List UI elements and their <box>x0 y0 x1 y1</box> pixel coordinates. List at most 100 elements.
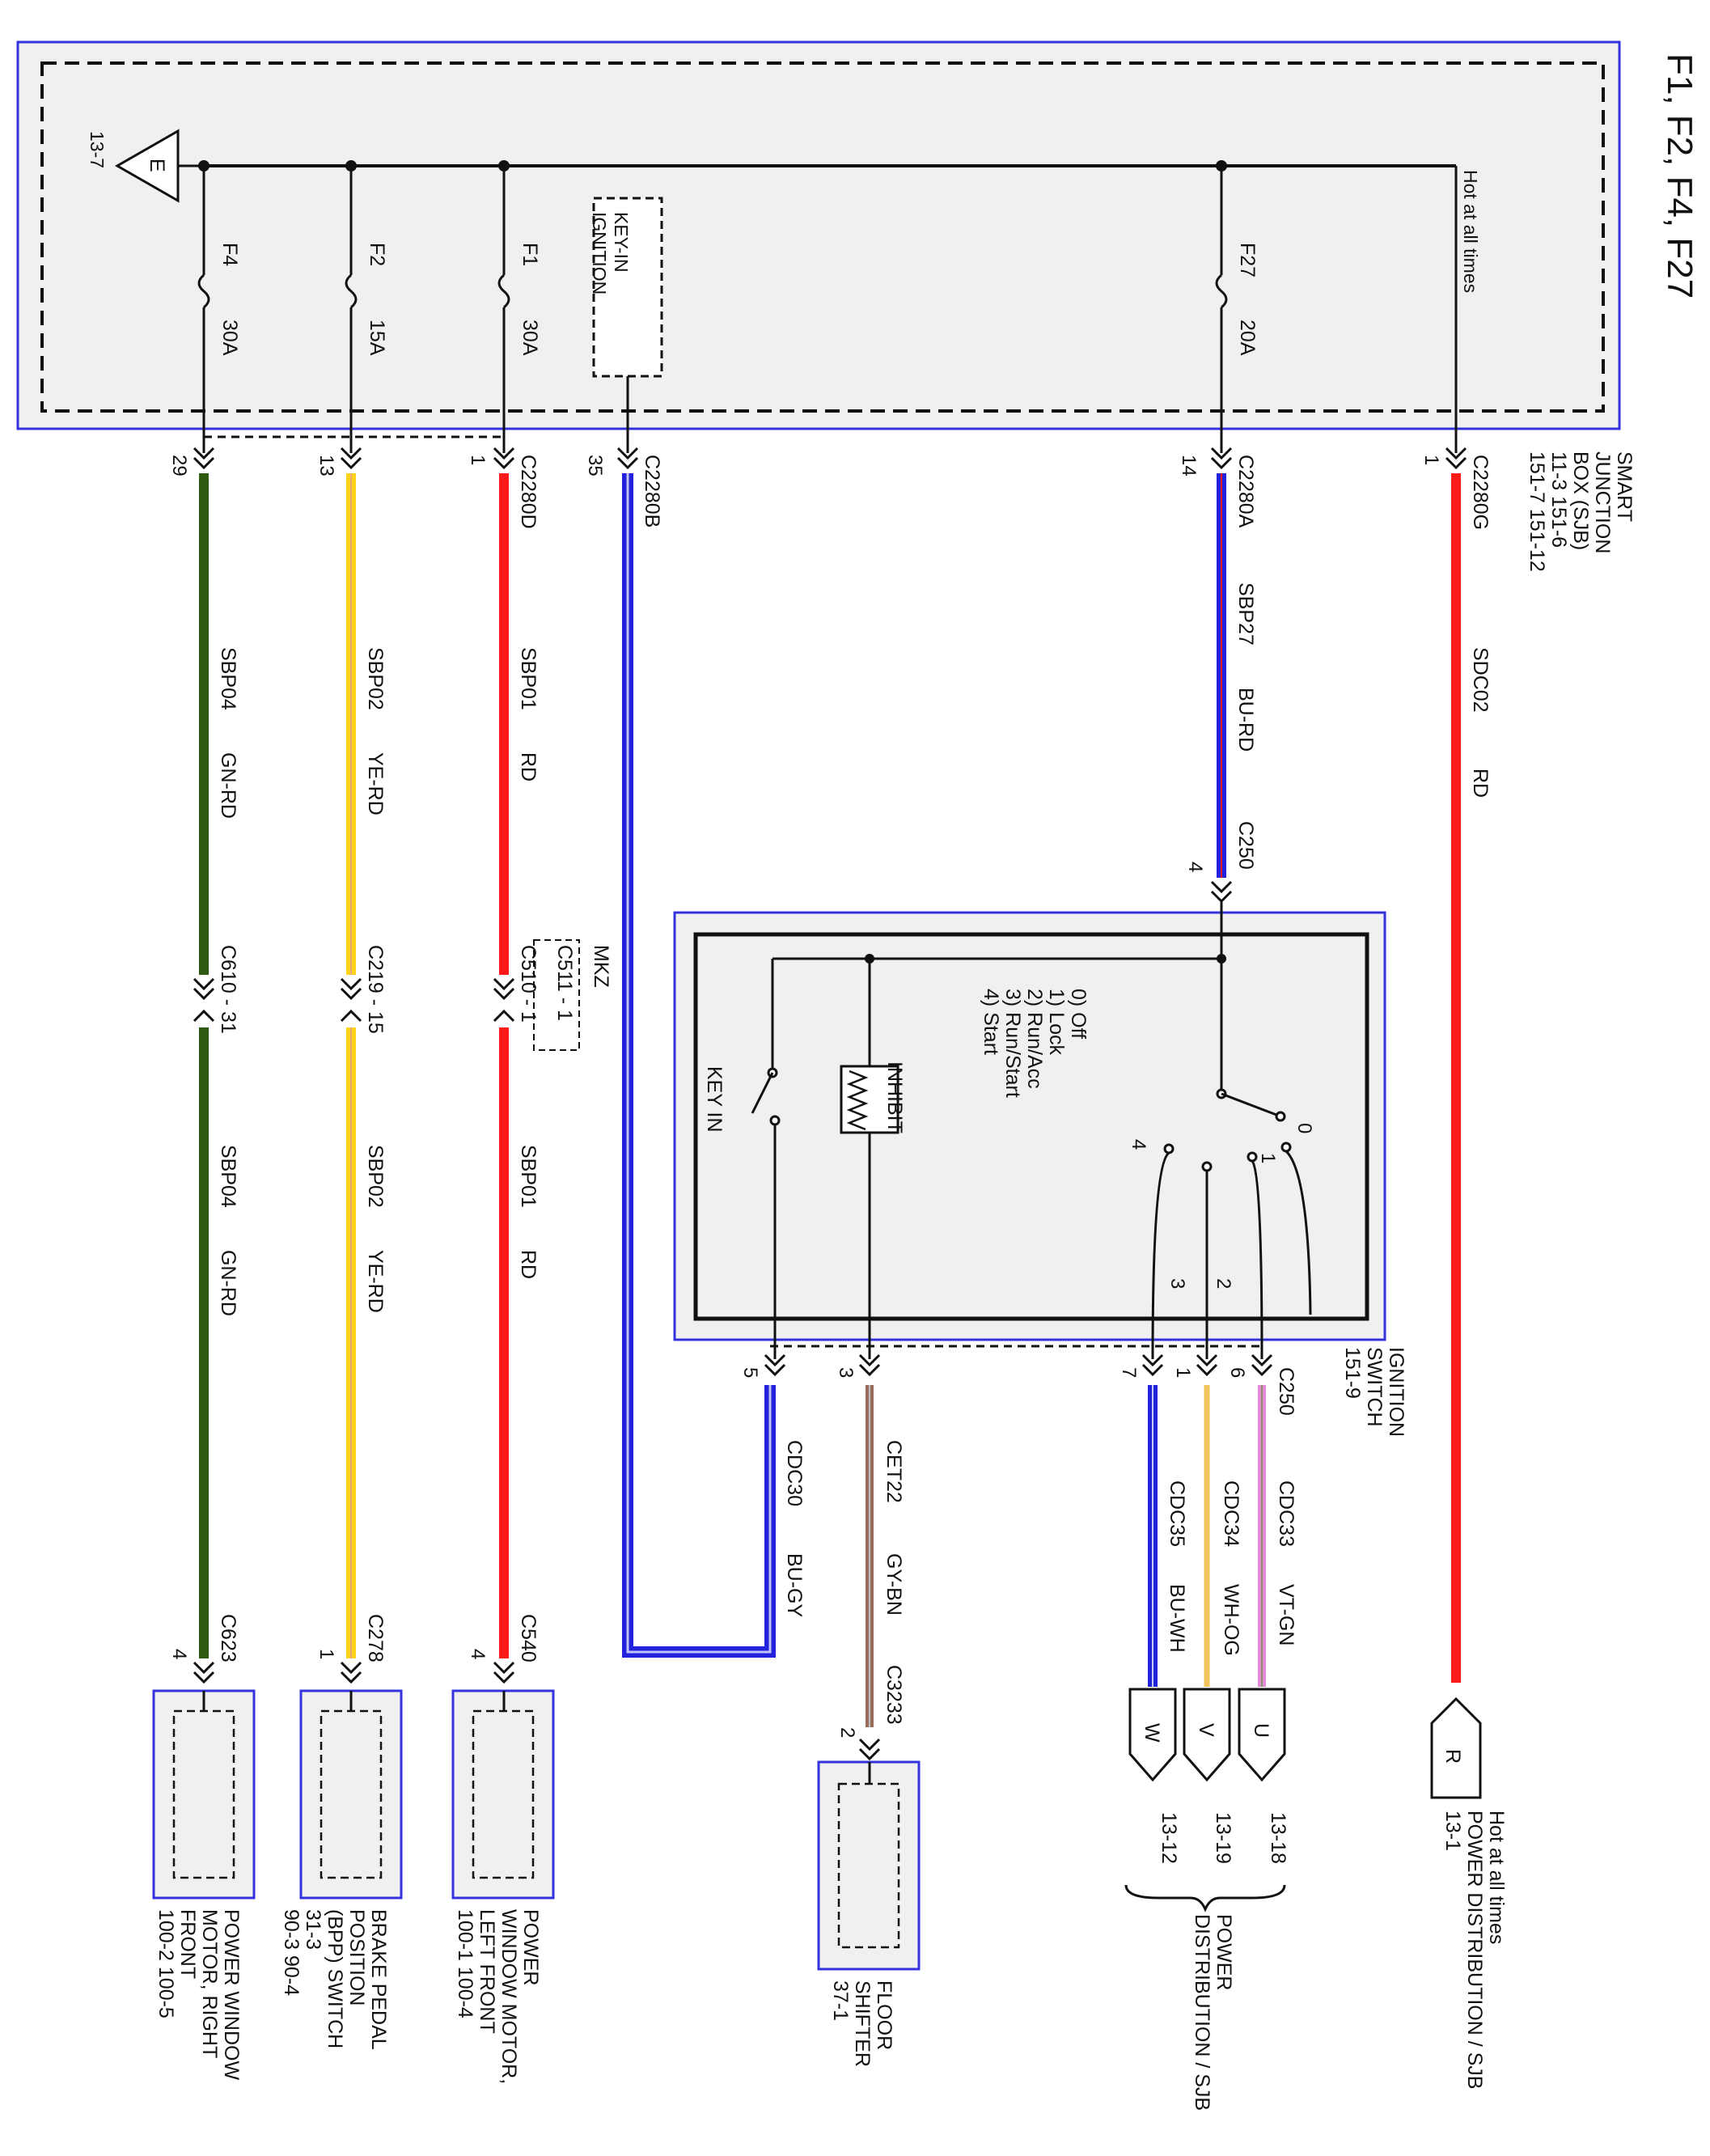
pwm-right-label: POWER WINDOWMOTOR, RIGHTFRONT100-2 100-5 <box>154 1909 243 2080</box>
text-line: Hot at all times <box>1485 1811 1508 1944</box>
c2280d-pin-f2: 13 <box>315 455 337 477</box>
wire-sbp02-color-b: YE-RD <box>364 1250 387 1313</box>
c511-dashed-box <box>533 939 580 1051</box>
wire-sdc02-circuit: SDC02 <box>1469 647 1492 713</box>
wire-sbp27-circuit: SBP27 <box>1234 582 1257 646</box>
text-line: POWER <box>1213 1914 1235 1990</box>
wire-cdc34-circuit: CDC34 <box>1220 1480 1242 1547</box>
c250-pin-7: 7 <box>1118 1367 1140 1378</box>
text-line: WINDOW MOTOR, <box>497 1909 520 2084</box>
text-line: 1) Lock <box>1045 989 1068 1055</box>
c250-pin-6: 6 <box>1226 1367 1248 1378</box>
wire-cdc34-color: WH-OG <box>1220 1584 1242 1656</box>
c2280a-label: C2280A <box>1234 455 1257 528</box>
fuse-f4: F4 30A <box>197 166 241 453</box>
key-in-label: KEY IN <box>703 1066 726 1133</box>
c250-bottom-label: C250 <box>1275 1367 1297 1416</box>
key-in-ignition-label: KEY-INIGNITION <box>589 212 632 294</box>
bpp-switch-box <box>299 1689 403 1900</box>
c3233-label: C3233 <box>883 1665 905 1725</box>
text-line: BRAKE PEDAL <box>367 1909 390 2050</box>
c623-pin: 4 <box>168 1649 190 1659</box>
text-line: 2) Run/Acc <box>1023 989 1046 1089</box>
wire-sbp02-circuit-a: SBP02 <box>364 647 387 710</box>
text-line: JUNCTION <box>1591 451 1614 553</box>
dest-w-letter: W <box>1141 1723 1163 1743</box>
wire-sbp04-color-b: GN-RD <box>217 1250 239 1316</box>
wire-cet22-color: GY-BN <box>883 1553 905 1616</box>
c2280g-pin: 1 <box>1420 455 1442 465</box>
c278-label: C278 <box>364 1614 387 1663</box>
c540-pin: 4 <box>467 1649 489 1659</box>
sjb-box <box>16 40 1621 453</box>
bpp-switch-label: BRAKE PEDALPOSITION(BPP) SWITCH31-390-3 … <box>280 1909 390 2050</box>
text-line: IGNITION <box>1385 1347 1407 1437</box>
text-line: SWITCH <box>1363 1347 1386 1427</box>
c540-label: C540 <box>517 1614 540 1663</box>
wire-cdc35-color: BU-WH <box>1166 1584 1188 1653</box>
floor-shifter-label: FLOORSHIFTER37-1 <box>829 1980 895 2067</box>
c2280a-pin: 14 <box>1178 455 1200 477</box>
dest-v-letter: V <box>1195 1723 1217 1737</box>
c610-label: C610 - 31 <box>217 945 239 1034</box>
ignition-positions-legend: 0) Off1) Lock2) Run/Acc3) Run/Start4) St… <box>980 989 1090 1098</box>
switch-contact-0: 0 <box>1293 1123 1315 1133</box>
sjb-hot-label: Hot at all times <box>1460 170 1481 293</box>
connector-chevrons-top <box>193 447 1467 470</box>
text-line: 100-2 100-5 <box>154 1909 177 2018</box>
c2280d-pin-f1: 1 <box>467 455 489 465</box>
fuse-f2: F2 15A <box>345 166 388 453</box>
mkz-label: MKZ <box>590 945 612 988</box>
ignition-switch <box>673 902 1386 1360</box>
wire-cet22-circuit: CET22 <box>883 1440 905 1503</box>
fuse-f4-name: F4 <box>218 243 241 266</box>
pwm-right-box <box>152 1689 256 1900</box>
text-line: 100-1 100-4 <box>454 1909 476 2018</box>
c3233-chevron <box>858 1738 881 1761</box>
text-line: 151-9 <box>1341 1347 1364 1399</box>
text-line: 11-3 151-6 <box>1547 451 1570 548</box>
text-line: 31-3 <box>302 1909 324 1950</box>
bottom-chevrons <box>193 1661 515 1684</box>
dest-r: R <box>1430 1696 1482 1799</box>
text-line: 151-7 151-12 <box>1526 451 1548 572</box>
text-line: DISTRIBUTION / SJB <box>1191 1914 1213 2111</box>
ground-letter: E <box>146 159 168 172</box>
wire-sbp04-circuit-b: SBP04 <box>217 1145 239 1208</box>
pwm-left-label: POWERWINDOW MOTOR,LEFT FRONT100-1 100-4 <box>454 1909 542 2084</box>
text-line: MOTOR, RIGHT <box>198 1909 221 2058</box>
wire-sbp01-circuit-a: SBP01 <box>517 647 540 710</box>
dest-u-ref: 13-18 <box>1267 1812 1289 1864</box>
text-line: 13-1 <box>1441 1811 1464 1851</box>
dest-w-ref: 13-12 <box>1158 1812 1180 1864</box>
inline-connectors <box>193 977 515 1023</box>
c623-label: C623 <box>217 1614 239 1663</box>
c2280d-pin-f4: 29 <box>168 455 190 477</box>
c250-pin-1: 1 <box>1172 1367 1194 1378</box>
c2280b-pin: 35 <box>584 455 606 477</box>
c2280d-label: C2280D <box>517 455 540 529</box>
text-line: BOX (SJB) <box>1569 451 1592 550</box>
fuse-f27: F27 20A <box>1215 166 1259 453</box>
dest-w: W 13-12 <box>1128 1688 1180 1864</box>
key-in-ignition-box: KEY-INIGNITION <box>589 197 663 453</box>
text-line: SMART <box>1613 451 1636 522</box>
fuse-f1: F1 30A <box>497 166 541 453</box>
text-line: POSITION <box>345 1909 368 2006</box>
wire-sdc02-color: RD <box>1469 769 1492 798</box>
text-line: KEY-IN <box>611 212 632 273</box>
text-line: POWER <box>519 1909 542 1985</box>
text-line: SHIFTER <box>851 1980 874 2067</box>
fuse-f4-amp: 30A <box>218 320 241 356</box>
uvw-brace <box>1124 1884 1286 1912</box>
c2280g-label: C2280G <box>1469 455 1492 530</box>
text-line: 37-1 <box>829 1980 852 2021</box>
dest-u-letter: U <box>1250 1723 1272 1738</box>
dest-v: V 13-19 <box>1183 1688 1234 1864</box>
c250-top-pin: 4 <box>1184 862 1206 872</box>
wire-cdc30-circuit: CDC30 <box>783 1440 806 1506</box>
c250-bottom-chevrons <box>764 1353 1273 1377</box>
uvw-group-label: POWERDISTRIBUTION / SJB <box>1191 1914 1235 2111</box>
text-line: 90-3 90-4 <box>280 1909 303 1996</box>
